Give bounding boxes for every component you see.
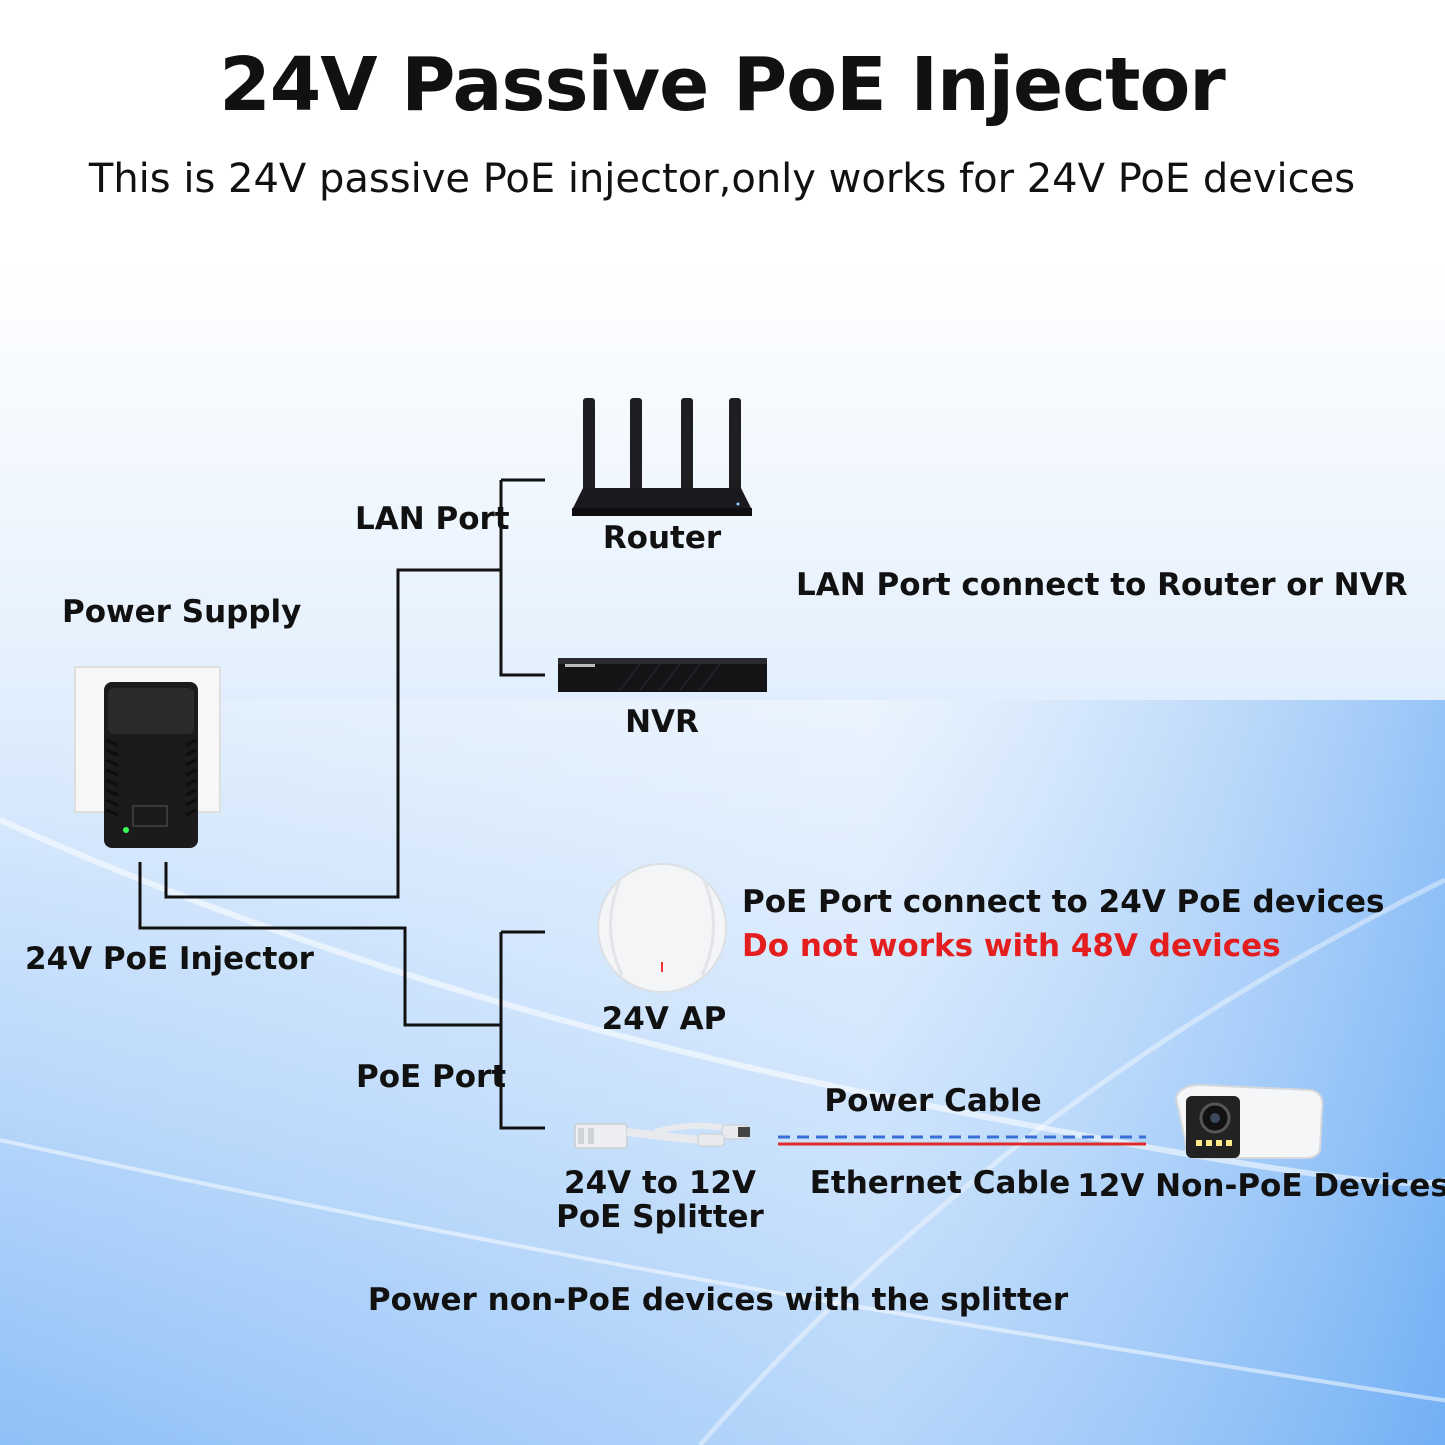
poe-warning: Do not works with 48V devices [742, 928, 1281, 964]
poe-line [138, 862, 501, 1027]
injector-label: 24V PoE Injector [25, 941, 314, 977]
non-poe-devices-label: 12V Non-PoE Devices [1077, 1168, 1445, 1204]
poe-branch [499, 930, 545, 1130]
page-subtitle: This is 24V passive PoE injector,only wo… [88, 156, 1356, 202]
poe-port-label: PoE Port [356, 1059, 507, 1095]
splitter-note: Power non-PoE devices with the splitter [367, 1282, 1069, 1318]
lan-branch [499, 478, 545, 677]
splitter-label-line1: 24V to 12V [564, 1165, 756, 1201]
nvr-icon [558, 658, 767, 692]
poe-note: PoE Port connect to 24V PoE devices [742, 884, 1385, 920]
nvr-label: NVR [625, 704, 699, 740]
lan-port-label: LAN Port [355, 501, 510, 537]
power-cable-label: Power Cable [824, 1083, 1042, 1119]
lan-note: LAN Port connect to Router or NVR [796, 567, 1408, 603]
splitter-icon [574, 1122, 750, 1149]
power-supply-label: Power Supply [62, 594, 302, 630]
splitter-label-line2: PoE Splitter [556, 1199, 764, 1235]
access-point-icon [597, 863, 727, 993]
lan-line [164, 568, 501, 899]
camera-icon [1174, 1083, 1324, 1159]
splitter-label: 24V to 12V PoE Splitter [556, 1166, 764, 1234]
ethernet-cable-label: Ethernet Cable [809, 1165, 1071, 1201]
ap-label: 24V AP [601, 1001, 727, 1037]
router-icon [572, 398, 752, 516]
connection-lines [138, 478, 545, 1130]
page-title: 24V Passive PoE Injector [219, 42, 1226, 128]
router-label: Router [602, 520, 722, 556]
poe-injector-icon [74, 666, 221, 848]
